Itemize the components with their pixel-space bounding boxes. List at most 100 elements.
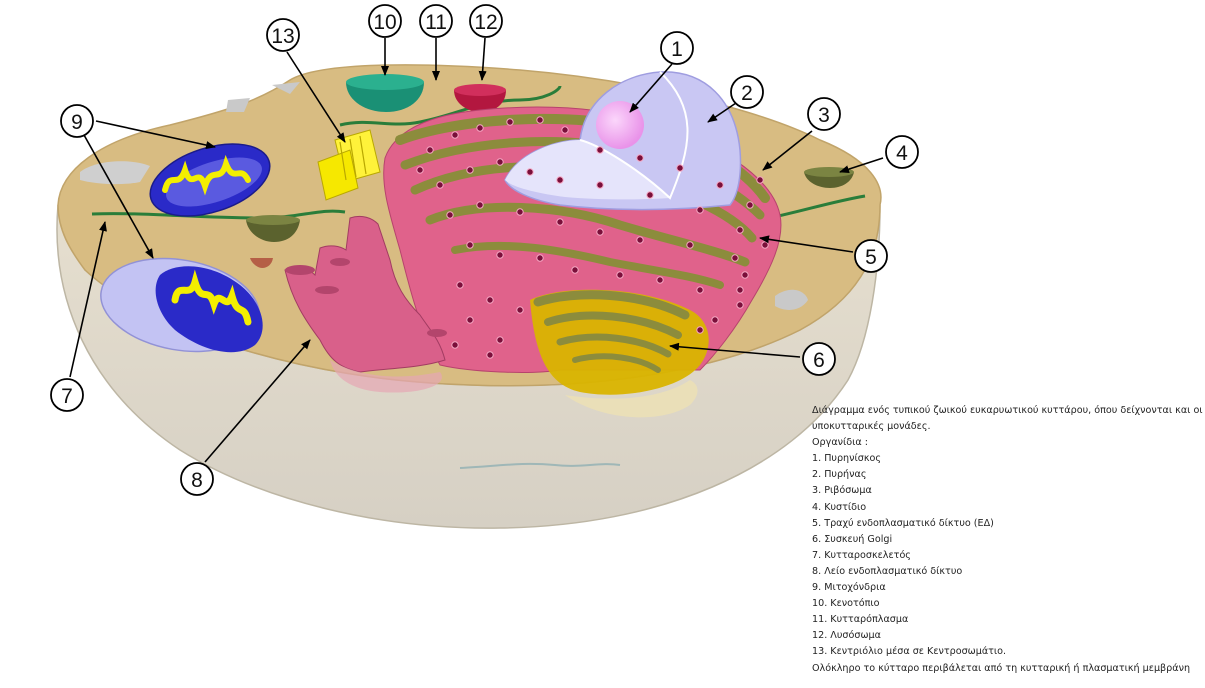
ribosome-dot	[696, 326, 704, 334]
legend-item: 6. Συσκευή Golgi	[812, 533, 893, 545]
ribosome-dot	[496, 251, 504, 259]
arrow-9a	[95, 120, 216, 149]
callout-10: 10	[368, 4, 402, 38]
legend-item: 2. Πυρήνας	[812, 469, 867, 481]
ribosome-dot	[486, 351, 494, 359]
ribosome-dot	[746, 201, 754, 209]
er-fold	[425, 202, 750, 267]
ribosomes	[416, 116, 769, 359]
svg-text:12: 12	[474, 11, 497, 34]
vesicle	[246, 220, 300, 242]
svg-text:10: 10	[373, 11, 396, 34]
ribosome-dot	[736, 286, 744, 294]
ribosome-dot	[476, 124, 484, 132]
ribosome-dot	[556, 176, 564, 184]
legend-item: 11. Κυτταρόπλασμα	[812, 614, 909, 626]
legend: Διάγραμμα ενός τυπικού ζωικού ευκαρυωτικ…	[812, 403, 1204, 677]
legend-item: 3. Ριβόσωμα	[812, 485, 872, 497]
arrow-2	[707, 102, 737, 123]
ribosome-dot	[536, 116, 544, 124]
membrane-cut	[272, 82, 300, 94]
membrane-cut	[80, 161, 150, 185]
vacuole-rim	[346, 74, 424, 90]
ribosome-dot	[556, 218, 564, 226]
ribosome-dot	[596, 181, 604, 189]
ribosome-dot	[636, 236, 644, 244]
ribosome-dot	[466, 241, 474, 249]
smooth-er-tube	[427, 329, 447, 337]
ribosome-dot	[426, 146, 434, 154]
ribosome-dot	[456, 281, 464, 289]
svg-text:4: 4	[896, 142, 908, 165]
legend-intro: Διάγραμμα ενός τυπικού ζωικού ευκαρυωτικ…	[812, 405, 1203, 433]
ribosome-dot	[711, 316, 719, 324]
callout-1: 1	[660, 31, 694, 65]
ribosome-dot	[686, 241, 694, 249]
svg-text:11: 11	[425, 11, 447, 34]
mitochondrion-top	[149, 143, 271, 217]
legend-item: 4. Κυστίδιο	[812, 501, 867, 513]
mitochondrion-bottom	[100, 257, 263, 353]
ribosome-dot	[646, 191, 654, 199]
ribosome-dot	[696, 206, 704, 214]
ribosome-dot	[736, 301, 744, 309]
callout-8: 8	[180, 462, 214, 496]
er-fold	[451, 241, 724, 289]
ribosome-dot	[436, 181, 444, 189]
ribosome-dot	[476, 201, 484, 209]
ribosome-dot	[716, 181, 724, 189]
ribosome-dot	[466, 166, 474, 174]
callout-7: 7	[50, 378, 84, 412]
nucleus-cut-edge	[579, 71, 689, 200]
ribosome-dot	[516, 306, 524, 314]
arrow-13	[286, 51, 346, 143]
ribosome-dot	[596, 146, 604, 154]
legend-item: 9. Μιτοχόνδρια	[812, 582, 886, 594]
vacuole	[346, 82, 424, 112]
arrow-7	[69, 221, 107, 378]
membrane-cut	[226, 98, 250, 112]
callout-12: 12	[469, 4, 503, 38]
smooth-er-tube	[315, 286, 339, 294]
ribosome-dot	[451, 131, 459, 139]
ribosome-dot	[761, 241, 769, 249]
legend-item: 8. Λείο ενδοπλασματικό δίκτυο	[812, 565, 963, 577]
ribosome-dot	[516, 208, 524, 216]
svg-text:5: 5	[865, 246, 877, 269]
arrow-3	[762, 130, 813, 171]
legend-item: 12. Λυσόσωμα	[812, 630, 881, 642]
svg-text:1: 1	[671, 38, 683, 61]
vesicle	[250, 258, 273, 268]
ribosome-dot	[736, 226, 744, 234]
arrow-6	[669, 342, 801, 358]
centriole	[317, 129, 381, 201]
callout-11: 11	[419, 4, 453, 38]
legend-footer: Ολόκληρο το κύτταρο περιβάλεται από τη κ…	[812, 662, 1191, 674]
ribosome-dot	[506, 118, 514, 126]
ribosome-dot	[536, 254, 544, 262]
cytoskeleton-filament	[339, 85, 562, 127]
legend-heading: Οργανίδια :	[812, 437, 868, 449]
svg-text:13: 13	[271, 25, 294, 48]
arrow-4	[839, 157, 884, 174]
svg-text:6: 6	[813, 349, 825, 372]
legend-item: 5. Τραχύ ενδοπλασματικό δίκτυο (ΕΔ)	[812, 517, 994, 529]
ribosome-dot	[571, 266, 579, 274]
ribosome-dot	[496, 158, 504, 166]
ribosome-dot	[526, 168, 534, 176]
svg-text:3: 3	[818, 104, 830, 127]
smooth-er-shadow	[330, 360, 442, 393]
ribosome-dot	[496, 336, 504, 344]
ribosome-dot	[656, 276, 664, 284]
ribosome-dot	[466, 316, 474, 324]
ribosome-dot	[636, 154, 644, 162]
svg-text:7: 7	[61, 385, 73, 408]
ribosome-dot	[561, 126, 569, 134]
arrow-5	[759, 235, 854, 253]
callout-13: 13	[266, 18, 300, 52]
smooth-er-tube	[285, 265, 315, 275]
vesicle-rim	[246, 215, 300, 225]
ribosome-dot	[486, 296, 494, 304]
smooth-er-tube	[330, 258, 350, 266]
